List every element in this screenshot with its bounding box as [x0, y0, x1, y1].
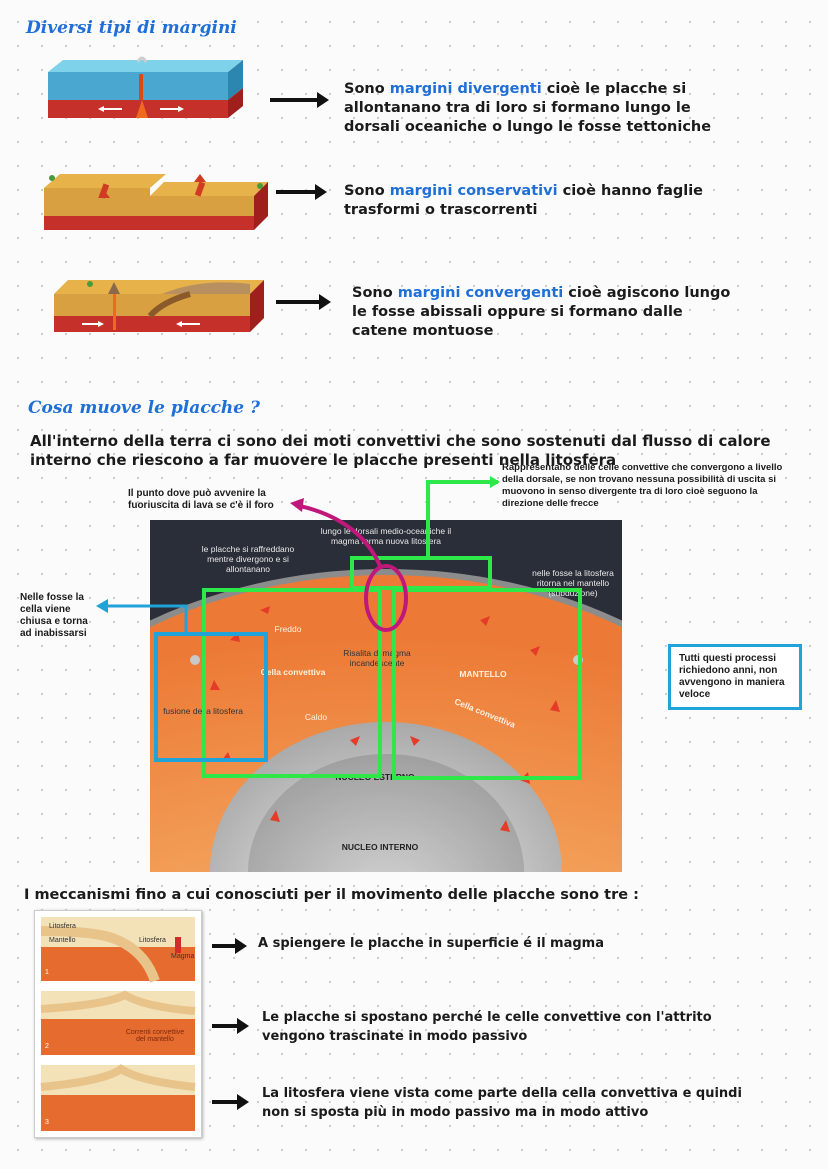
- diagram-label-cell-left: Cella convettiva: [260, 667, 326, 677]
- arrow-right-icon: [276, 184, 327, 200]
- arrow-right-icon: [212, 1018, 249, 1034]
- note-trench: Nelle fosse la cella viene chiusa e torn…: [20, 592, 88, 639]
- mechanism-2-text: Le placche si spostano perché le celle c…: [262, 1010, 712, 1044]
- divergent-margin-illustration: [48, 56, 243, 118]
- thumb3-number: 3: [45, 1119, 49, 1126]
- heading-margin-types: Diversi tipi di margini: [26, 18, 237, 38]
- note-time-box: Tutti questi processi richiedono anni, n…: [668, 644, 802, 710]
- diagram-label-mantle: MANTELLO: [459, 669, 507, 679]
- diagram-label-cooling: le placche si raffreddano mentre divergo…: [201, 544, 295, 574]
- note-convective-cells: Rappresentano delle celle convettive che…: [502, 462, 783, 509]
- diagram-label-dorsal: lungo le dorsali medio-oceaniche il magm…: [320, 526, 452, 546]
- arrow-right-icon: [270, 92, 329, 108]
- thumb1-number: 1: [45, 969, 49, 976]
- mechanisms-image-panel: Litosfera Mantello Litosfera Magma 1 Cor…: [34, 910, 202, 1138]
- thumb2-number: 2: [45, 1043, 49, 1050]
- ridge-highlight-ellipse: [364, 564, 408, 632]
- thumb1-label-magma: Magma: [171, 953, 195, 960]
- thumb1-label-lithosphere-2: Litosfera: [139, 937, 166, 944]
- mechanism-1-text: A spiengere le placche in superficie é i…: [258, 936, 605, 951]
- diagram-label-inner-core: NUCLEO INTERNO: [341, 842, 419, 852]
- diagram-label-rising: Risalita di magma incandescente: [343, 648, 411, 668]
- diagram-label-hot: Caldo: [304, 712, 328, 722]
- conservative-description: Sono margini conservativi cioè hanno fag…: [344, 183, 704, 218]
- diagram-label-trench: nelle fosse la litosfera ritorna nel man…: [532, 568, 614, 598]
- earth-convection-diagram: [150, 520, 622, 872]
- intro-paragraph: All'interno della terra ci sono dei moti…: [30, 432, 771, 469]
- heading-what-moves-plates: Cosa muove le placche ?: [28, 398, 260, 418]
- mechanisms-intro: I meccanismi fino a cui conosciuti per i…: [24, 887, 639, 903]
- conservative-margin-illustration: [44, 174, 268, 230]
- note-lava-point: Il punto dove può avvenire la fuoriuscit…: [128, 488, 274, 511]
- trench-highlight-box: [154, 632, 268, 762]
- arrow-right-icon: [212, 938, 247, 954]
- diagram-label-cold: Freddo: [274, 624, 302, 634]
- mechanism-3-text: La litosfera viene vista come parte dell…: [262, 1086, 742, 1120]
- thumb1-label-lithosphere: Litosfera: [49, 923, 76, 930]
- convergent-description: Sono margini convergenti cioè agiscono l…: [352, 285, 731, 339]
- convergent-margin-illustration: [54, 280, 264, 332]
- thumb1-label-mantle: Mantello: [49, 937, 76, 944]
- arrow-right-icon: [276, 294, 331, 310]
- arrow-right-icon: [212, 1094, 249, 1110]
- divergent-description: Sono margini divergenti cioè le placche …: [344, 81, 712, 135]
- thumb2-label-currents: Correnti convettive del mantello: [125, 1029, 185, 1043]
